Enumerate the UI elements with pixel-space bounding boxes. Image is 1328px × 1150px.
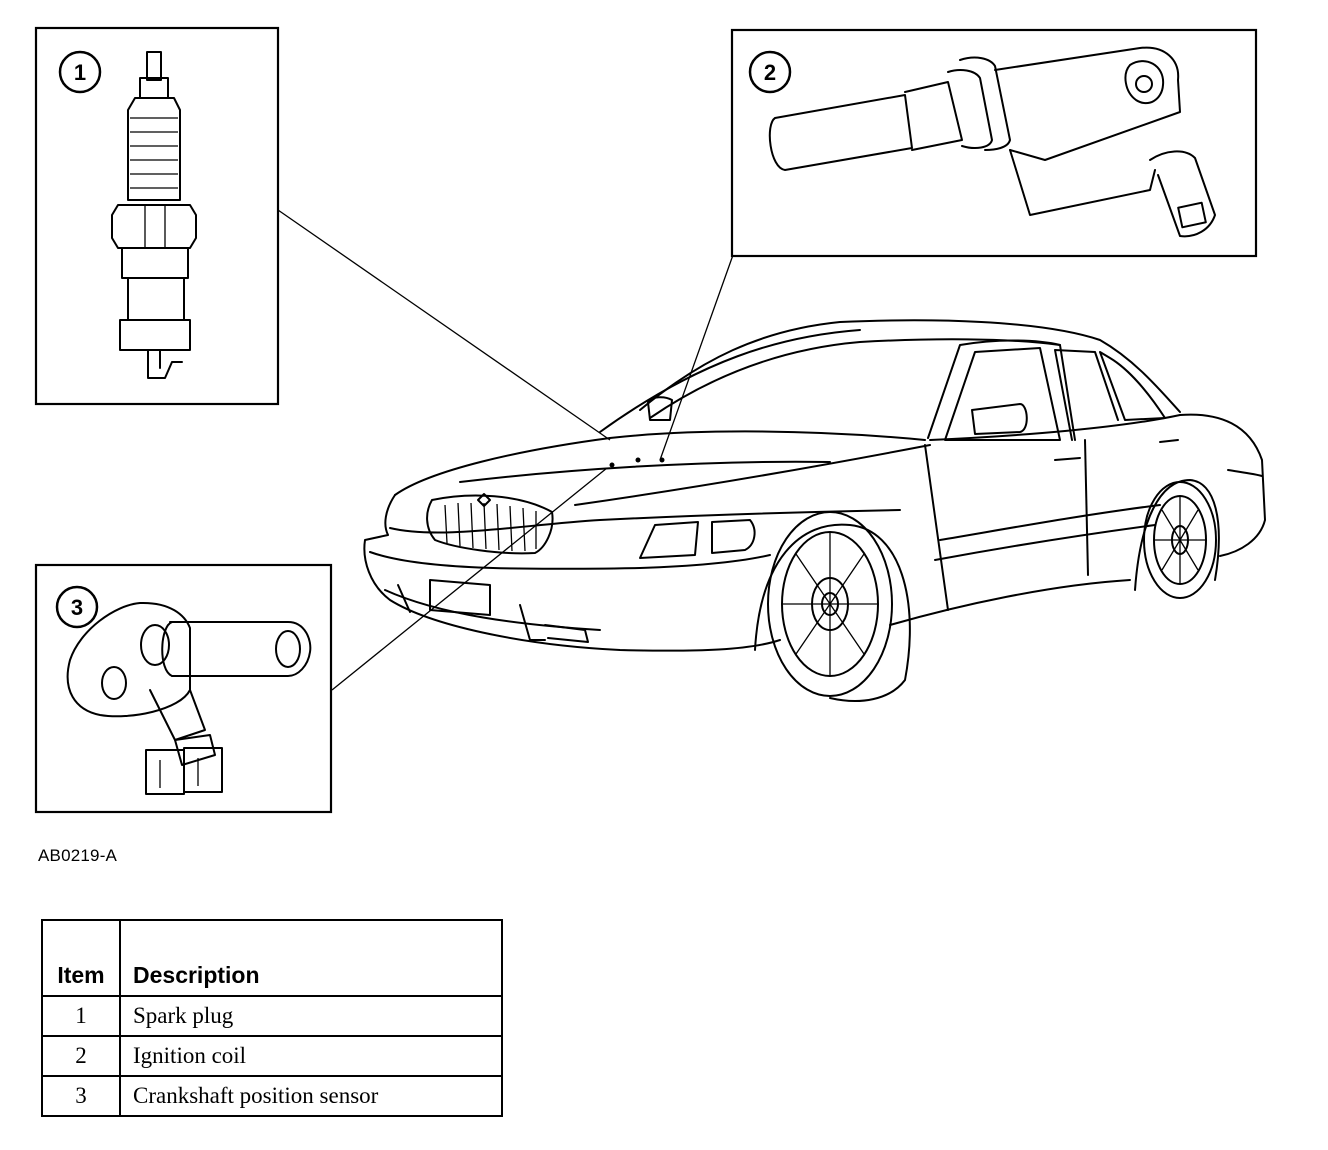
legend-item-number: 2 (41, 1035, 121, 1077)
legend-header-row: Item Description (41, 919, 503, 997)
table-row: 3 Crankshaft position sensor (41, 1075, 503, 1117)
callout-badge-2: 2 (748, 50, 792, 94)
legend-table: Item Description 1 Spark plug 2 Ignition… (41, 919, 503, 1117)
table-row: 2 Ignition coil (41, 1035, 503, 1077)
legend-item-number: 1 (41, 995, 121, 1037)
legend-header-item: Item (41, 919, 121, 997)
leader-lines (277, 209, 734, 691)
legend-header-description: Description (119, 919, 503, 997)
callout-box-spark-plug: 1 (34, 26, 280, 406)
legend-item-description: Crankshaft position sensor (119, 1075, 503, 1117)
legend-item-description: Ignition coil (119, 1035, 503, 1077)
svg-text:1: 1 (74, 60, 86, 85)
legend-item-description: Spark plug (119, 995, 503, 1037)
svg-text:3: 3 (71, 595, 83, 620)
callout-box-ignition-coil: 2 (730, 28, 1258, 258)
svg-text:2: 2 (764, 60, 776, 85)
ignition-coil-icon (768, 46, 1216, 238)
callout-box-crankshaft-position-sensor: 3 (34, 563, 333, 814)
figure-id: AB0219-A (38, 846, 118, 865)
legend-item-number: 3 (41, 1075, 121, 1117)
table-row: 1 Spark plug (41, 995, 503, 1037)
callout-badge-1: 1 (58, 50, 102, 94)
callout-badge-3: 3 (55, 585, 99, 629)
spark-plug-icon (111, 51, 197, 379)
sedan-car-icon (363, 319, 1266, 702)
crankshaft-position-sensor-icon (66, 601, 312, 795)
